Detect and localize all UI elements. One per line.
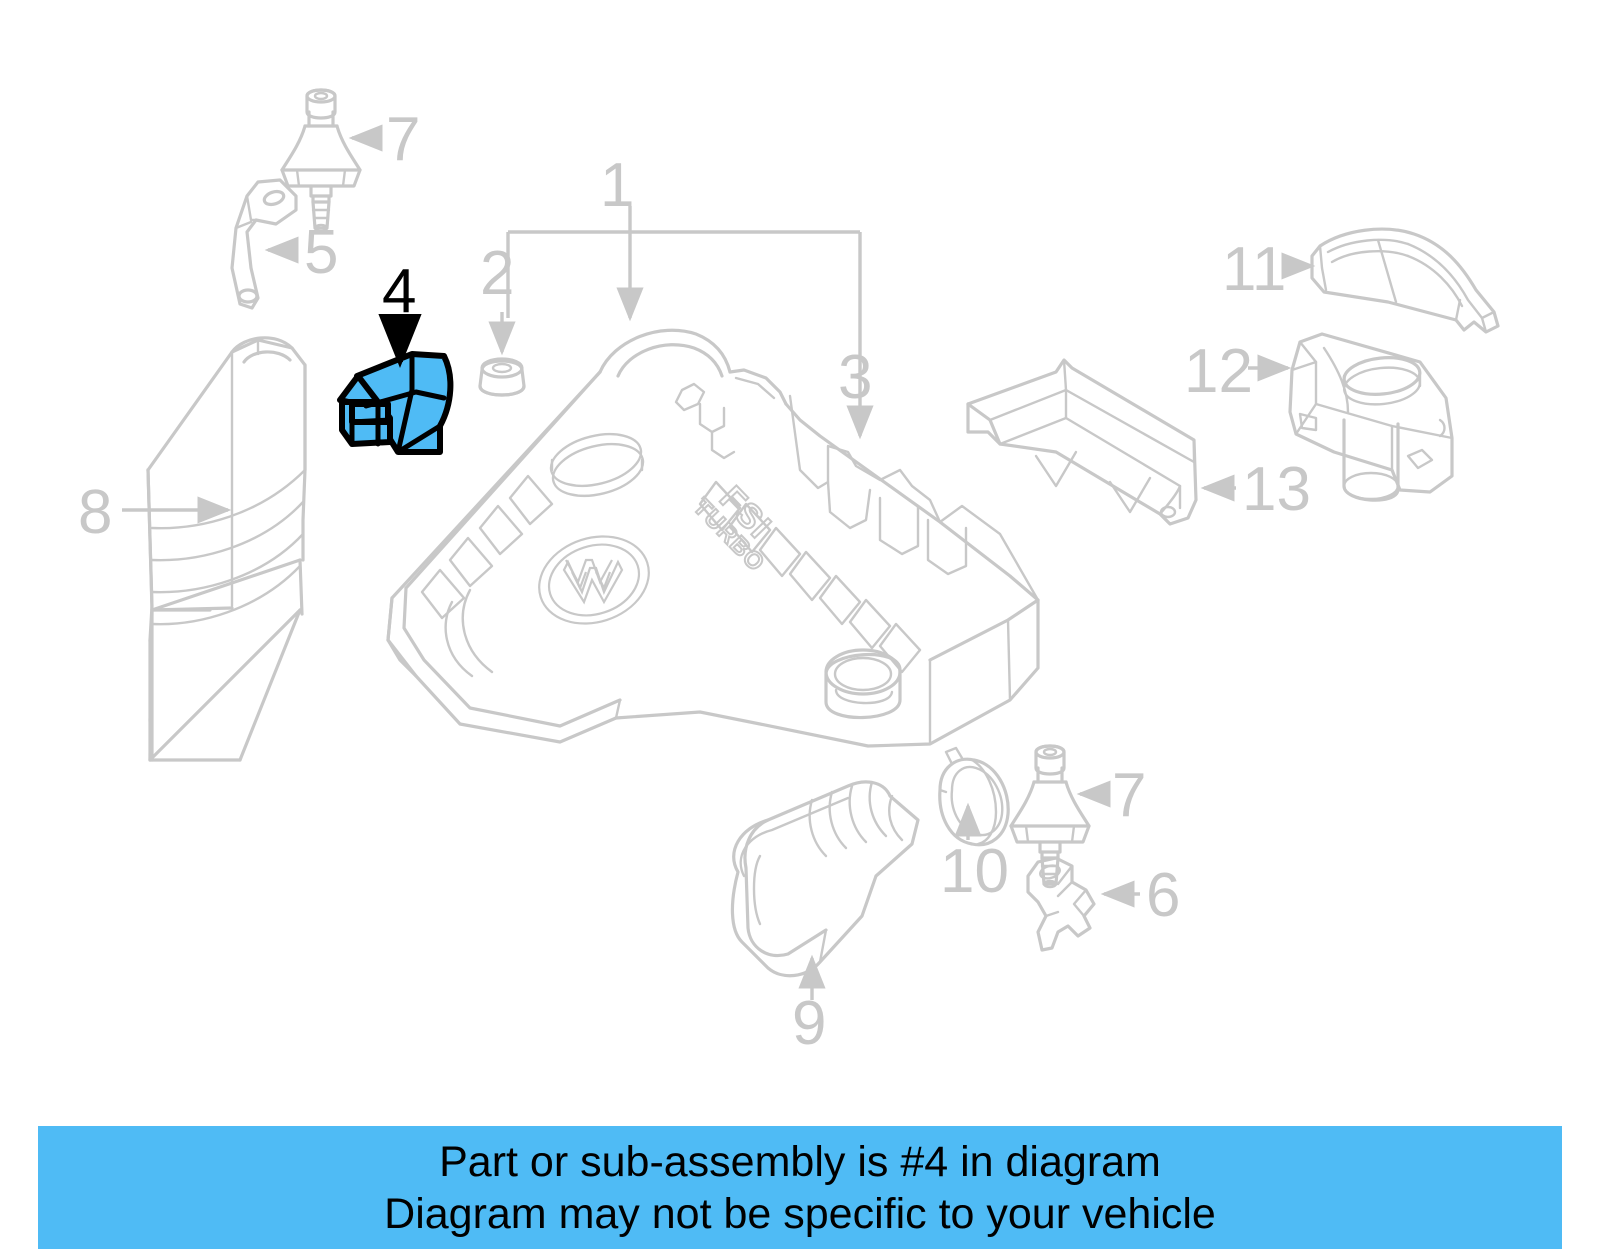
part-2-grommet bbox=[478, 357, 526, 397]
callout-4-label: 4 bbox=[382, 257, 416, 326]
callout-7-bottom: 7 bbox=[1076, 761, 1146, 830]
callout-10: 10 bbox=[940, 802, 1009, 906]
vw-logo bbox=[538, 535, 650, 625]
callout-9: 9 bbox=[792, 954, 826, 1058]
callout-11-label: 11 bbox=[1222, 235, 1286, 304]
part-10-hose-clamp bbox=[938, 746, 1010, 847]
part-8-air-duct bbox=[146, 336, 307, 762]
callout-2: 2 bbox=[480, 239, 516, 356]
part-7-bottom-stud bbox=[1009, 744, 1091, 889]
part-7-top-stud bbox=[280, 88, 362, 233]
callout-13: 13 bbox=[1200, 455, 1311, 524]
part-9-intake-hose bbox=[730, 780, 920, 978]
callout-12: 12 bbox=[1184, 337, 1292, 406]
part-11-upper-duct-cover bbox=[1310, 227, 1500, 334]
callout-6: 6 bbox=[1100, 861, 1180, 930]
banner-line-1: Part or sub-assembly is #4 in diagram bbox=[439, 1137, 1161, 1186]
callout-2-label: 2 bbox=[480, 239, 514, 308]
callout-7-top-label: 7 bbox=[386, 105, 420, 174]
callout-10-label: 10 bbox=[940, 837, 1009, 906]
callout-5: 5 bbox=[264, 218, 338, 287]
part-3-engine-cover: FSI TURBO bbox=[386, 328, 1040, 748]
part-12-air-cleaner-housing bbox=[1288, 332, 1454, 502]
callout-3-label: 3 bbox=[838, 343, 872, 412]
part-5-bracket bbox=[230, 178, 298, 310]
part-4-highlighted-bracket bbox=[337, 351, 454, 455]
callout-12-label: 12 bbox=[1184, 337, 1253, 406]
callout-4: 4 bbox=[378, 257, 422, 368]
callout-1-bracket-group: 1 3 bbox=[506, 151, 874, 440]
banner-line-2: Diagram may not be specific to your vehi… bbox=[384, 1189, 1216, 1238]
info-banner: Part or sub-assembly is #4 in diagram Di… bbox=[38, 1126, 1562, 1249]
callout-7-bottom-label: 7 bbox=[1112, 761, 1146, 830]
parts-diagram-illustration: .ln { fill:none; stroke:#c8c8c8; stroke-… bbox=[78, 88, 1500, 1058]
callout-8: 8 bbox=[78, 478, 232, 547]
callout-13-label: 13 bbox=[1242, 455, 1311, 524]
callout-8-label: 8 bbox=[78, 478, 112, 547]
callout-5-label: 5 bbox=[304, 218, 338, 287]
part-6-mounting-bracket bbox=[1026, 856, 1096, 952]
callout-9-label: 9 bbox=[792, 989, 826, 1058]
callout-11: 11 bbox=[1222, 235, 1316, 304]
callout-1-label: 1 bbox=[600, 151, 634, 220]
part-13-intake-scoop bbox=[966, 358, 1198, 526]
callout-6-label: 6 bbox=[1146, 861, 1180, 930]
callout-7-top: 7 bbox=[348, 105, 420, 174]
